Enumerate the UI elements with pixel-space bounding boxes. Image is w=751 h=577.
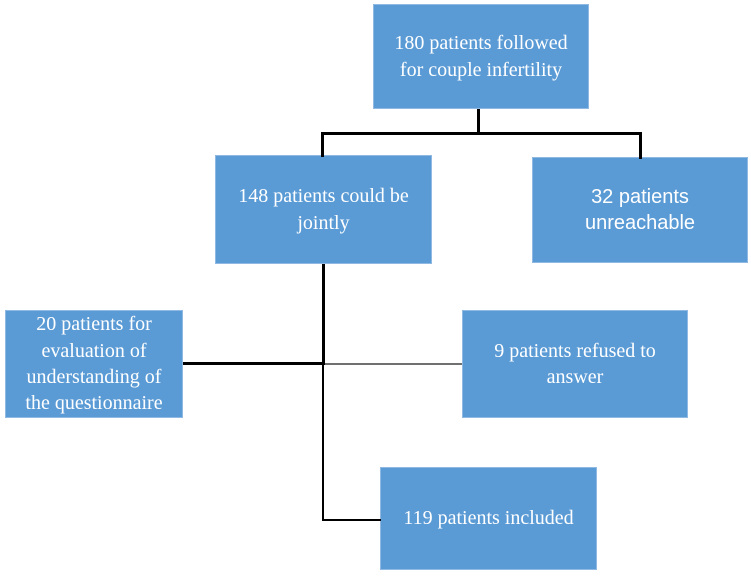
connector-main-vertical-upper bbox=[322, 264, 325, 365]
connector-branch-horizontal bbox=[321, 132, 642, 135]
box-148-patients-jointly: 148 patients could be jointly bbox=[215, 155, 432, 264]
connector-branch-right-drop bbox=[639, 132, 642, 159]
box-32-patients-unreachable: 32 patients unreachable bbox=[532, 157, 748, 263]
connector-branch-left-drop bbox=[321, 132, 324, 157]
box-180-patients-followed: 180 patients followed for couple inferti… bbox=[373, 4, 589, 109]
box-9-patients-refused: 9 patients refused to answer bbox=[462, 310, 688, 418]
connector-refused-horizontal bbox=[325, 363, 462, 365]
connector-main-vertical-lower bbox=[322, 364, 324, 521]
box-119-patients-included: 119 patients included bbox=[380, 467, 597, 570]
box-20-patients-evaluation: 20 patients for evaluation of understand… bbox=[5, 310, 183, 418]
connector-included-elbow bbox=[323, 519, 381, 521]
connector-evaluation-horizontal bbox=[183, 362, 324, 365]
connector-top-vertical bbox=[477, 109, 480, 135]
